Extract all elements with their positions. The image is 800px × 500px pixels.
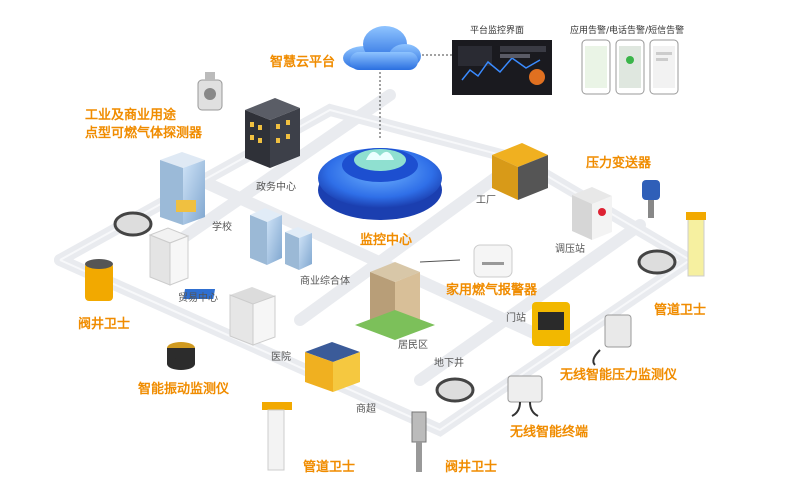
zone-gov-label: 政务中心 (256, 182, 296, 193)
valve-guard-bottom-icon (411, 411, 427, 472)
wireless-pressure-monitor-icon (592, 314, 632, 366)
supermarket-building-icon (305, 342, 360, 392)
zone-underground-label: 地下井 (434, 358, 464, 369)
office-tower-icon (160, 152, 205, 225)
home-gas-alarm-icon (473, 244, 513, 278)
dashboard-screen-icon (452, 40, 552, 95)
zone-regulator-label: 调压站 (555, 244, 585, 255)
alert-phones-icon (581, 39, 679, 95)
monitor-screen-label: 平台监控界面 (470, 26, 525, 36)
detector-label-line2: 点型可燃气体探测器 (85, 125, 203, 141)
wireless-terminal-label: 无线智能终端 (510, 425, 589, 440)
vibration-monitor-icon (167, 342, 195, 370)
hospital-building-icon (183, 287, 276, 346)
valve-guard-left-icon (85, 259, 113, 301)
zone-trade-label: 贸易中心 (178, 293, 218, 304)
residential-building-icon (355, 262, 435, 340)
wireless-terminal-icon (507, 375, 543, 417)
wireless-pressure-label: 无线智能压力监测仪 (560, 368, 678, 383)
valve-guard-bottom-label: 阀井卫士 (445, 460, 498, 475)
commercial-towers-icon (250, 208, 312, 270)
zone-residential-label: 居民区 (398, 340, 428, 351)
zone-gate-label: 门站 (506, 313, 526, 324)
vibration-monitor-label: 智能振动监测仪 (138, 382, 230, 397)
regulator-station-icon (572, 187, 612, 240)
gov-building-icon (245, 98, 300, 168)
trade-building-icon (148, 227, 190, 286)
pipe-guard-right-label: 管道卫士 (654, 303, 707, 318)
alarm-link-line (419, 259, 461, 263)
zone-supermarket-label: 商超 (356, 404, 376, 415)
cloud-platform-label: 智慧云平台 (270, 55, 336, 70)
zone-factory-label: 工厂 (476, 195, 496, 206)
zone-commercial-label: 商业综合体 (300, 276, 350, 287)
factory-building-icon (492, 143, 548, 200)
valve-guard-left-label: 阀井卫士 (78, 317, 131, 332)
pressure-transmitter-label: 压力变送器 (586, 156, 652, 171)
monitor-center-label: 监控中心 (360, 233, 413, 248)
monitoring-center-disc (318, 148, 442, 220)
zone-hospital-label: 医院 (271, 352, 291, 363)
pipe-guard-bottom-icon (262, 402, 292, 471)
detector-label-line1: 工业及商业用途 (85, 108, 177, 123)
gate-station-cabinet-icon (532, 302, 570, 346)
manhole-cover-icons (113, 211, 677, 403)
home-alarm-label: 家用燃气报警器 (446, 283, 538, 298)
detector-label: 工业及商业用途 点型可燃气体探测器 (85, 107, 202, 142)
pipe-guard-right-icon (686, 212, 706, 277)
gas-detector-icon (197, 72, 223, 111)
zone-school-label: 学校 (212, 222, 232, 233)
alerts-label: 应用告警/电话告警/短信告警 (570, 26, 685, 36)
cloud-icon (343, 26, 421, 70)
pipe-guard-bottom-label: 管道卫士 (303, 460, 356, 475)
pressure-transmitter-icon (642, 180, 660, 218)
